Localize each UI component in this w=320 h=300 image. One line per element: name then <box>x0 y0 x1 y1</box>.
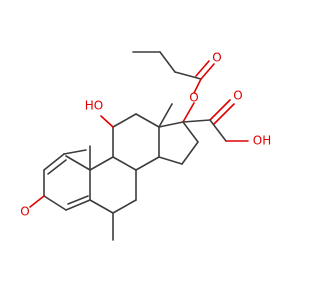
bond-c4-c5 <box>65 199 91 211</box>
bond-c13-c17 <box>158 121 184 128</box>
bond-c14-c8 <box>135 156 160 171</box>
bonds <box>29 51 249 241</box>
bond-c3-c4 <box>43 195 67 211</box>
bond-c17-c16 <box>182 121 199 143</box>
bond-c20-c21 <box>209 119 227 142</box>
bond-c9-c10 <box>89 156 114 171</box>
bond-c1-c2 <box>43 153 65 171</box>
bond-c11-c12 <box>112 113 137 128</box>
bond-c12-c13 <box>135 113 160 128</box>
bond-c16-c15 <box>181 141 199 165</box>
ketone-20-label: O <box>233 89 242 103</box>
bond-c10-c1b <box>65 155 91 171</box>
bond-oester-c <box>193 78 202 94</box>
bond-c1-c2-double <box>47 159 67 175</box>
bond-c5-c6 <box>89 199 114 214</box>
molecule-structure: HO O O O O OH <box>20 51 271 241</box>
bond-propyl-1 <box>159 51 176 73</box>
bond-c1-c10 <box>63 149 87 155</box>
bond-ester-carbonyl-double <box>195 60 210 77</box>
ketone-3-label: O <box>20 205 29 219</box>
bond-c20-o <box>209 99 231 121</box>
ester-ether-label: O <box>189 91 198 105</box>
ester-carbonyl-label: O <box>212 51 221 65</box>
bond-ester-carbon <box>174 71 202 80</box>
hydroxyl-21-label: OH <box>253 134 271 148</box>
bond-c4-c5-double <box>67 195 89 205</box>
bond-c17-oester <box>182 102 195 123</box>
bond-c13-methyl <box>158 103 173 128</box>
bond-c11-oh <box>100 115 114 128</box>
atom-labels: HO O O O O OH <box>20 51 271 219</box>
bond-c20-o-double <box>213 103 235 125</box>
bond-c3-o <box>29 195 45 208</box>
bond-ester-carbonyl <box>200 63 215 80</box>
bond-c6-c7 <box>112 199 137 214</box>
bond-c15-c14 <box>158 156 183 165</box>
bond-c17-c20 <box>182 119 211 123</box>
bond-c8-c9 <box>112 156 137 171</box>
hydroxyl-11-label: HO <box>85 99 103 113</box>
